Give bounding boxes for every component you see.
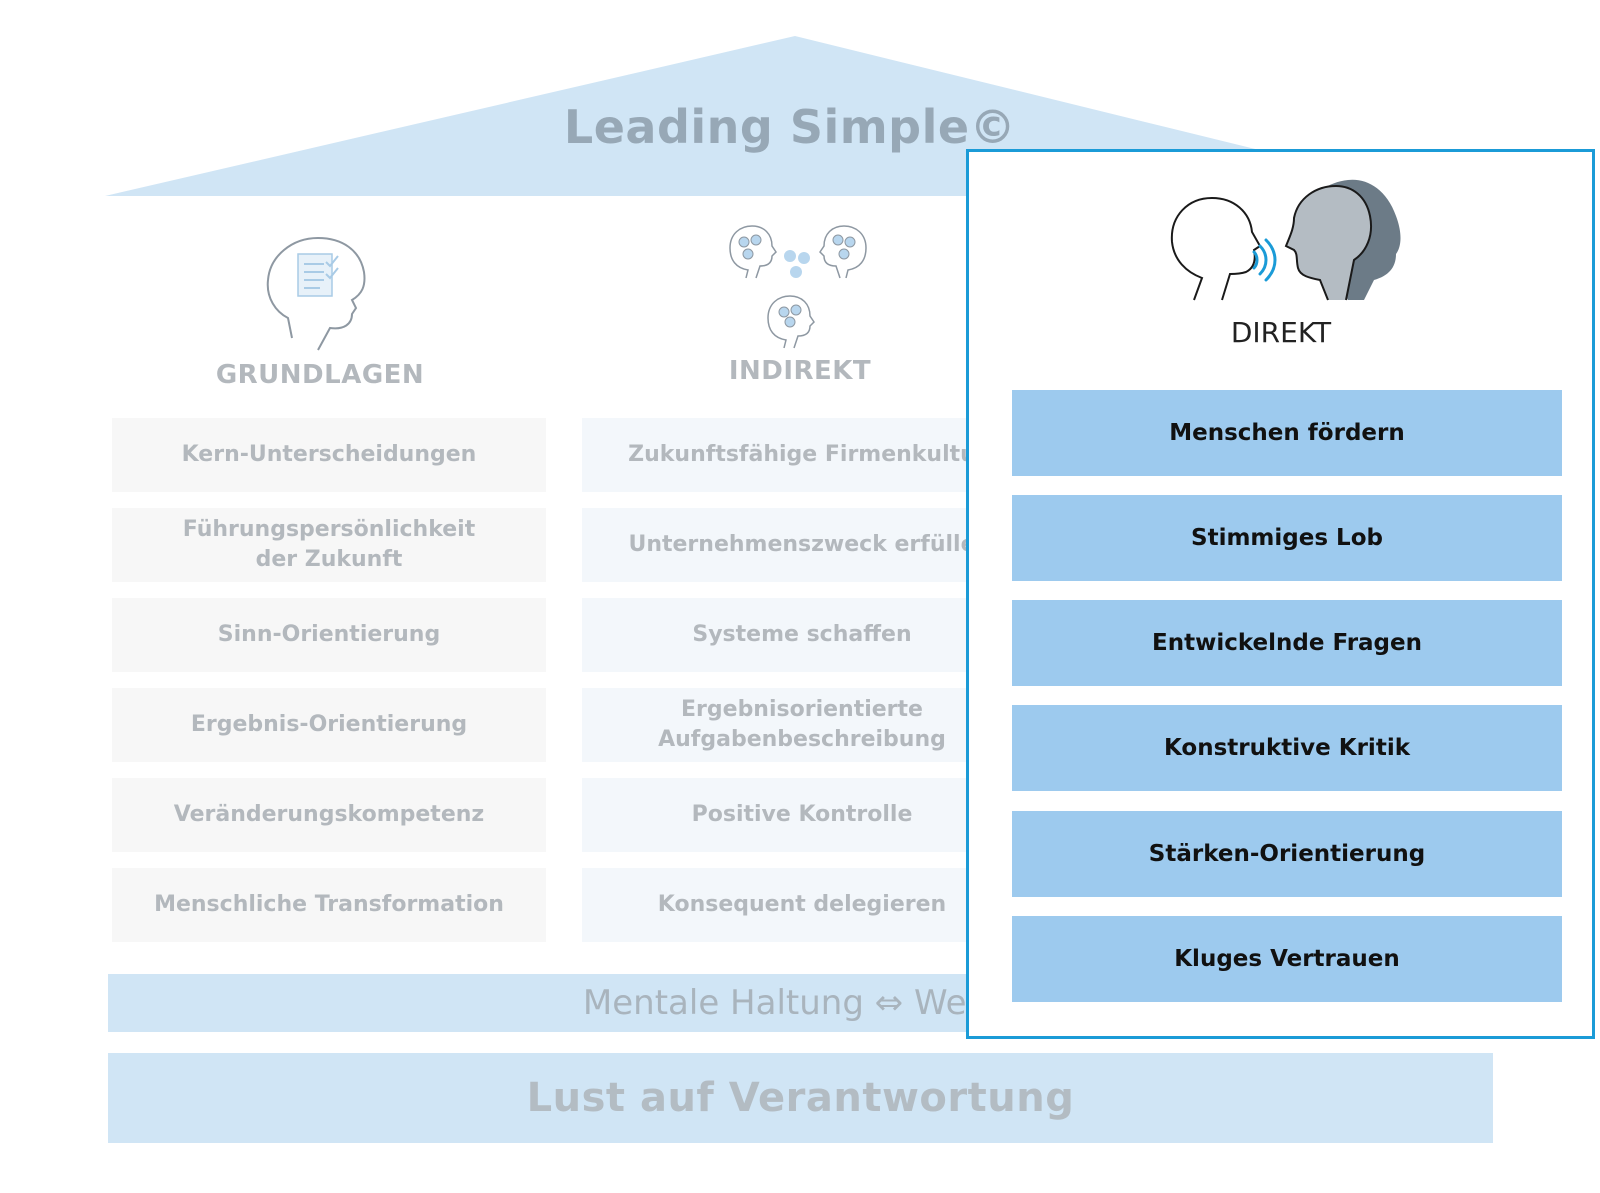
- grundlagen-item-1: Kern-Unterscheidungen: [112, 418, 546, 492]
- direkt-item-6: Kluges Vertrauen: [1012, 916, 1562, 1002]
- responsibility-band: Lust auf Verantwortung: [108, 1053, 1493, 1143]
- roof-title: Leading Simple©: [563, 100, 1017, 154]
- indirekt-item-5: Positive Kontrolle: [582, 778, 1022, 852]
- indirekt-item-2: Unternehmenszweck erfülle: [582, 508, 1022, 582]
- heads-gears-icon: [729, 225, 867, 349]
- direkt-item-3: Entwickelnde Fragen: [1012, 600, 1562, 686]
- direkt-title: DIREKT: [1230, 316, 1332, 349]
- indirekt-item-3: Systeme schaffen: [582, 598, 1022, 672]
- grundlagen-item-6: Menschliche Transformation: [112, 868, 546, 942]
- grundlagen-item-3: Sinn-Orientierung: [112, 598, 546, 672]
- grundlagen-item-2: Führungspersönlichkeit der Zukunft: [112, 508, 546, 582]
- indirekt-item-6: Konsequent delegieren: [582, 868, 1022, 942]
- direkt-item-4: Konstruktive Kritik: [1012, 705, 1562, 791]
- head-checklist-icon: [266, 236, 366, 351]
- indirekt-item-4: Ergebnisorientierte Aufgabenbeschreibung: [582, 688, 1022, 762]
- direkt-item-5: Stärken-Orientierung: [1012, 811, 1562, 897]
- grundlagen-item-5: Veränderungskompetenz: [112, 778, 546, 852]
- direkt-item-2: Stimmiges Lob: [1012, 495, 1562, 581]
- heads-talking-icon: [1170, 179, 1401, 301]
- grundlagen-title: GRUNDLAGEN: [215, 360, 425, 390]
- indirekt-title: INDIREKT: [728, 356, 872, 386]
- indirekt-item-1: Zukunftsfähige Firmenkultu: [582, 418, 1022, 492]
- direkt-item-1: Menschen fördern: [1012, 390, 1562, 476]
- grundlagen-item-4: Ergebnis-Orientierung: [112, 688, 546, 762]
